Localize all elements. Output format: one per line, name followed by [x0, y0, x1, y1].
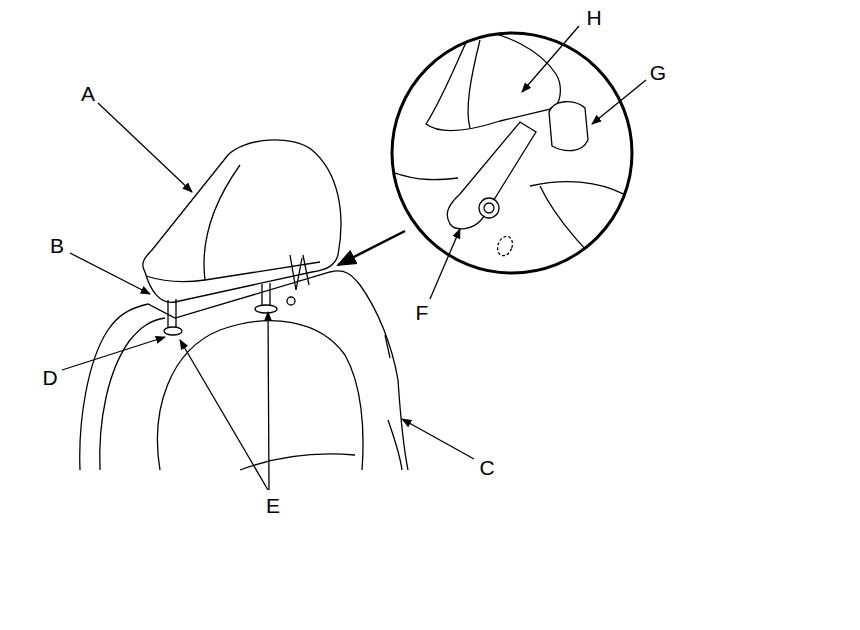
- leader-line: [592, 80, 646, 124]
- seat-back-inner-line: [158, 321, 364, 470]
- leader-line: [98, 103, 192, 192]
- inset-pointer: [338, 231, 405, 265]
- headrest-side-edge: [204, 165, 240, 280]
- inset-headrest-base: [426, 30, 560, 131]
- callout-letter: F: [416, 302, 429, 323]
- release-button: [287, 297, 295, 305]
- callout-letter: H: [586, 7, 601, 28]
- inset-button-center: [484, 203, 494, 213]
- leader-line: [522, 26, 579, 92]
- seat-back-inner-line: [240, 454, 355, 470]
- seat-back-side-line: [385, 335, 390, 358]
- callout-letter: E: [266, 495, 280, 516]
- leader-line: [70, 253, 150, 294]
- inset-stem: [447, 122, 536, 229]
- headrest: [143, 140, 341, 302]
- inset-headrest-edge: [468, 40, 480, 128]
- inset-seat-contour: [540, 186, 628, 292]
- callout-letter: G: [650, 62, 666, 83]
- seat-back-outline: [80, 271, 408, 470]
- leader-line: [268, 312, 269, 490]
- inset-collar: [549, 102, 588, 151]
- inset-border: [392, 33, 632, 273]
- callout-letter: A: [81, 83, 95, 104]
- leader-line: [180, 340, 268, 490]
- stem-guide: [255, 305, 277, 313]
- callout-letter: B: [50, 235, 64, 256]
- leader-line: [62, 337, 165, 370]
- inset-button: [479, 198, 499, 218]
- seat-back-side-line: [388, 420, 402, 470]
- headrest-stem: [168, 299, 176, 328]
- inset-hidden-hole: [495, 234, 515, 258]
- stem-guide: [164, 327, 182, 335]
- callout-letter: C: [479, 457, 494, 478]
- leader-line: [430, 229, 460, 299]
- headrest-stem: [262, 283, 270, 306]
- leader-line: [402, 419, 474, 459]
- callout-letter: D: [42, 367, 57, 388]
- inset-seat-contour: [392, 172, 458, 180]
- release-tab: [290, 255, 309, 290]
